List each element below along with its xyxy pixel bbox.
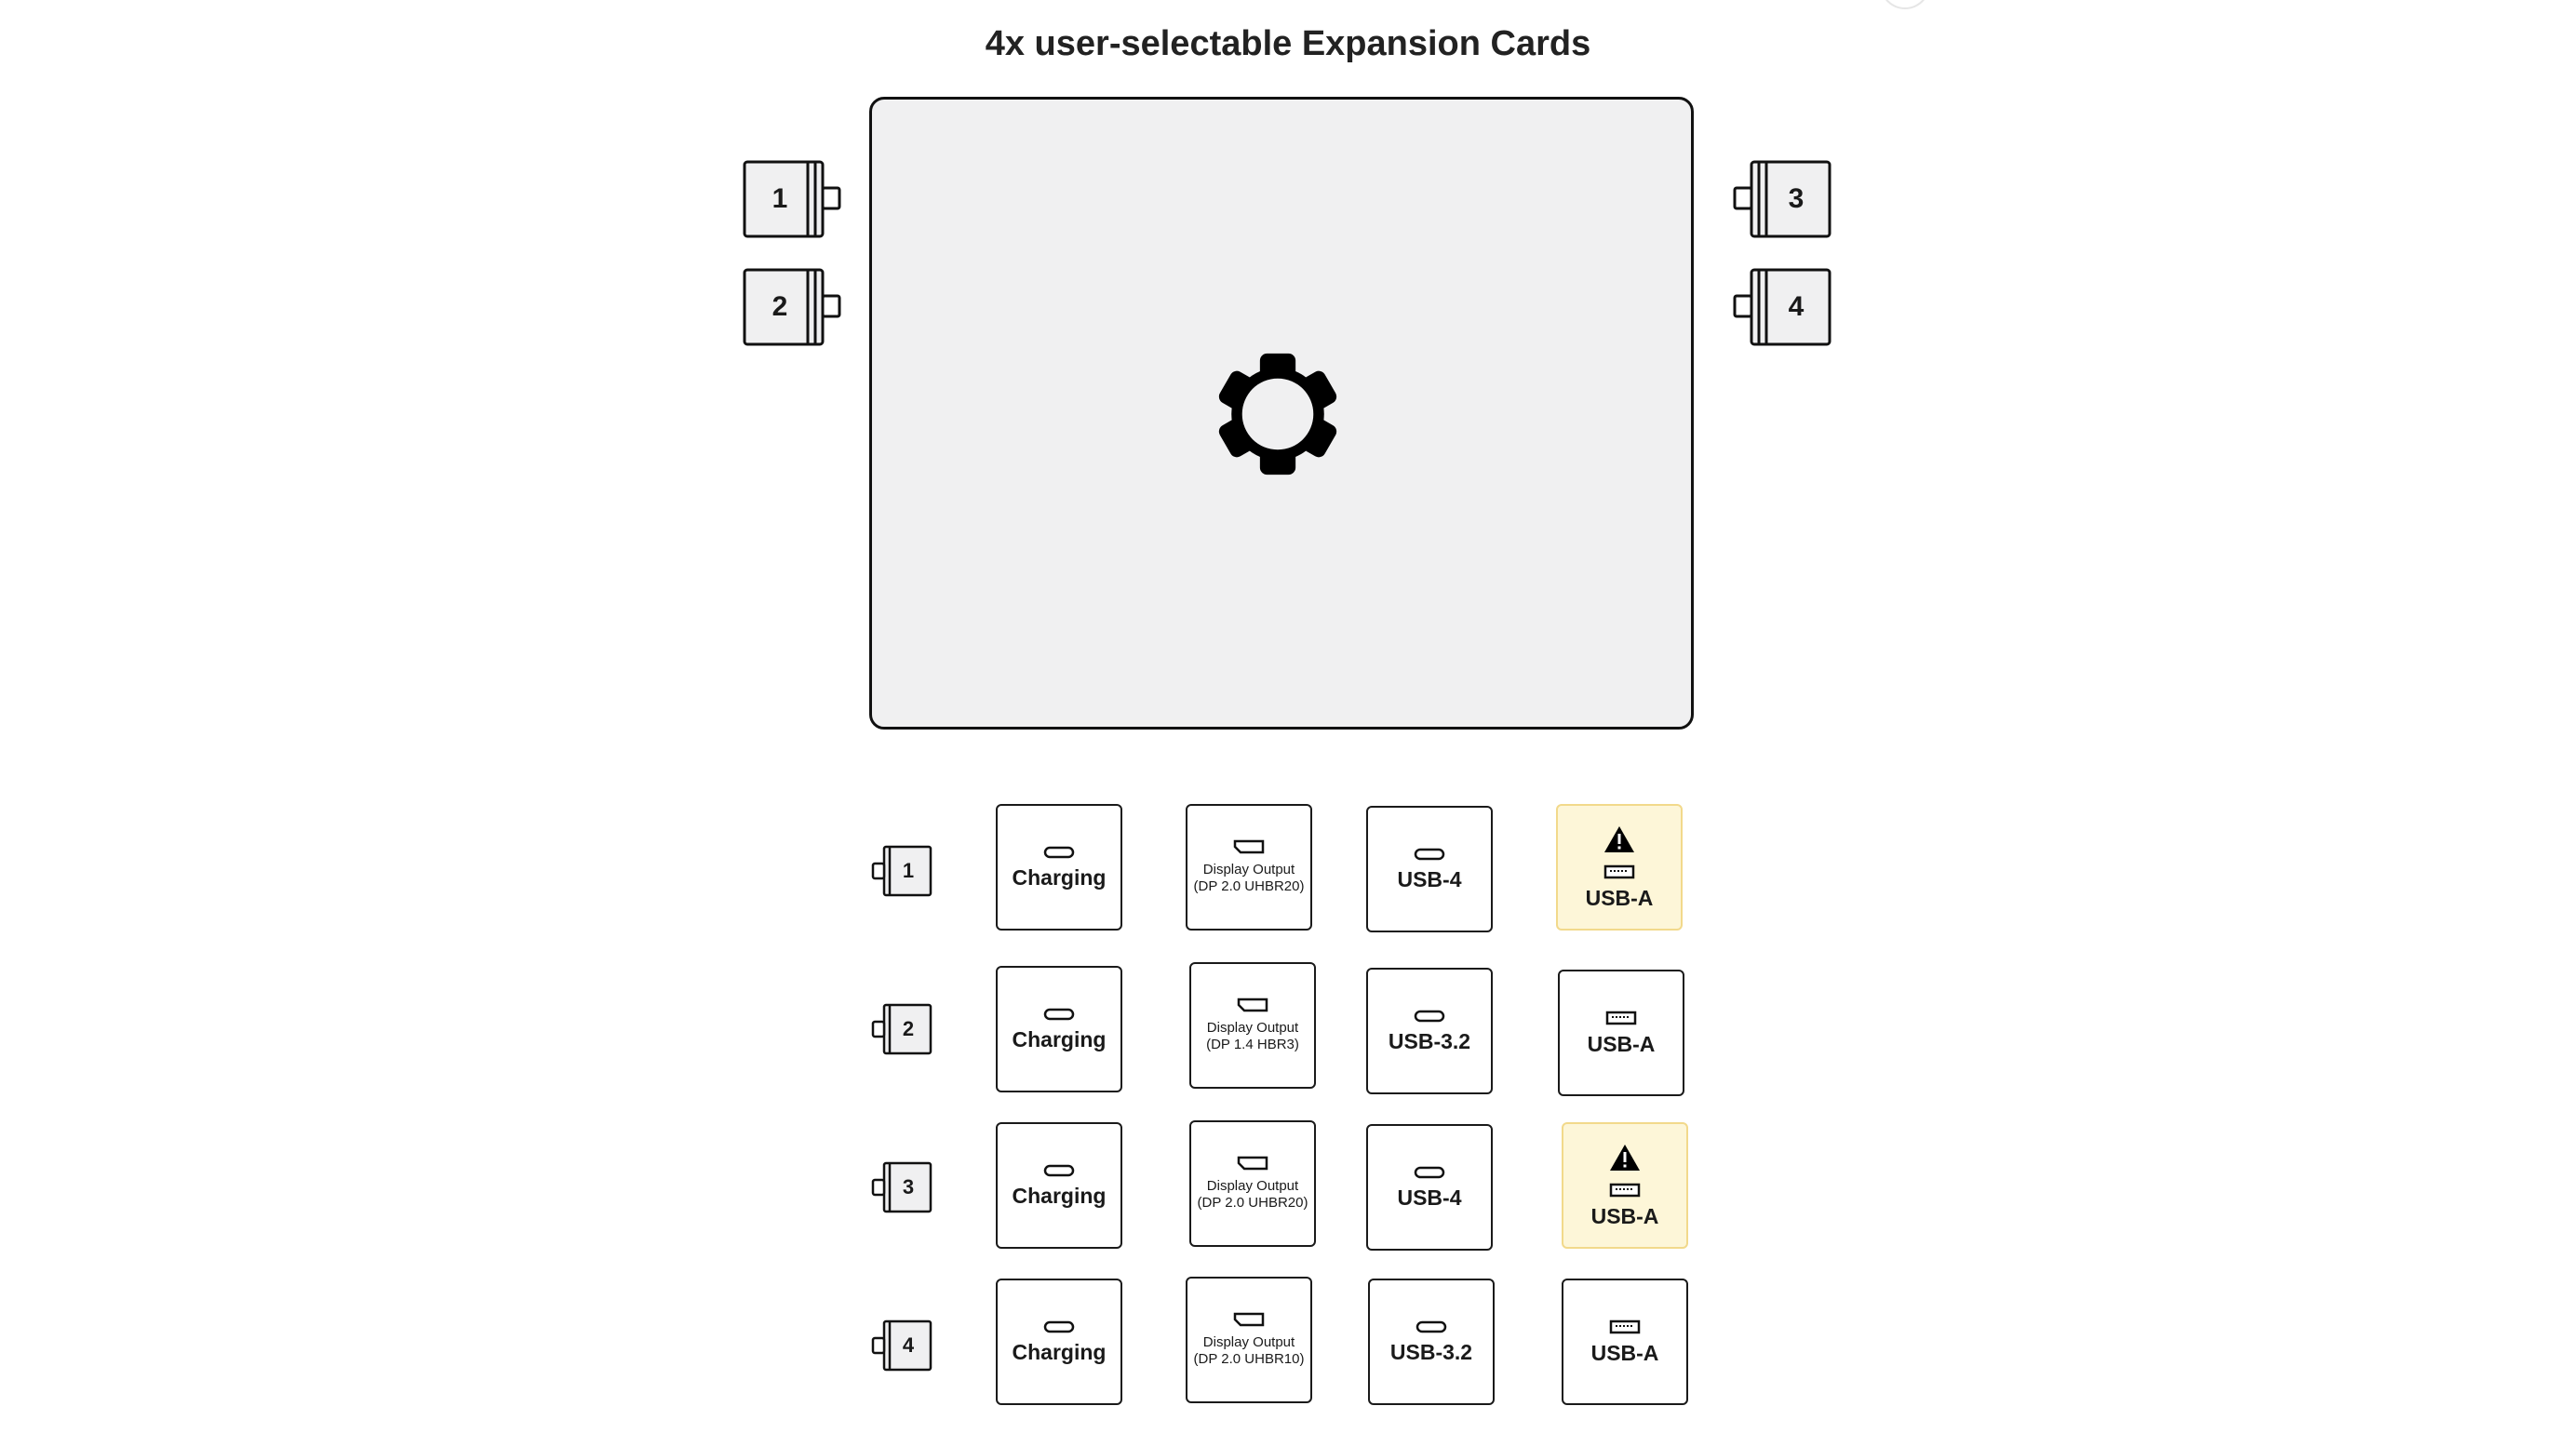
usb-a-port-icon (1609, 1183, 1641, 1198)
usb-c-port-icon (1043, 846, 1075, 859)
displayport-icon (1237, 1156, 1268, 1171)
option-charging[interactable]: Charging (996, 966, 1122, 1092)
option-label: USB-A (1587, 1031, 1656, 1056)
expansion-card-icon (871, 1003, 932, 1055)
expansion-card-icon (871, 1161, 932, 1213)
expansion-card-icon (871, 1319, 932, 1372)
gear-icon (1218, 353, 1337, 475)
expansion-card-icon (743, 268, 841, 346)
expansion-slot-4[interactable]: 4 (1729, 268, 1833, 348)
option-usb-a-warning[interactable]: USB-A (1556, 804, 1683, 931)
row-slot-number: 4 (902, 1333, 915, 1357)
option-usb-3-2[interactable]: USB-3.2 (1368, 1279, 1495, 1405)
option-display-output[interactable]: Display Output (DP 1.4 HBR3) (1189, 962, 1316, 1089)
option-usb-a-warning[interactable]: USB-A (1562, 1122, 1688, 1249)
option-charging[interactable]: Charging (996, 804, 1122, 931)
option-label: USB-A (1585, 885, 1654, 910)
expansion-card-icon (1733, 268, 1831, 346)
option-label: Display Output (1206, 1178, 1299, 1194)
option-label: Display Output (1202, 1334, 1295, 1350)
option-label: USB-3.2 (1388, 1028, 1471, 1053)
option-sublabel: (DP 2.0 UHBR20) (1193, 878, 1305, 894)
option-label: Display Output (1206, 1020, 1299, 1036)
displayport-icon (1237, 998, 1268, 1012)
slot-number: 3 (1788, 183, 1805, 214)
option-display-output[interactable]: Display Output (DP 2.0 UHBR20) (1189, 1120, 1316, 1247)
usb-c-port-icon (1043, 1320, 1075, 1333)
option-label: Charging (1012, 1183, 1107, 1208)
row-slot-number: 2 (902, 1017, 915, 1040)
option-usb-a[interactable]: USB-A (1558, 970, 1684, 1096)
expansion-slot-1[interactable]: 1 (743, 160, 847, 240)
option-sublabel: (DP 2.0 UHBR10) (1193, 1351, 1305, 1367)
option-label: Display Output (1202, 862, 1295, 877)
option-display-output[interactable]: Display Output (DP 2.0 UHBR20) (1186, 804, 1312, 931)
usb-a-port-icon (1603, 864, 1635, 879)
usb-a-port-icon (1609, 1319, 1641, 1334)
option-charging[interactable]: Charging (996, 1122, 1122, 1249)
expansion-slot-3[interactable]: 3 (1729, 160, 1833, 240)
option-label: USB-4 (1397, 866, 1462, 891)
expansion-slot-2[interactable]: 2 (743, 268, 847, 348)
option-usb-4[interactable]: USB-4 (1366, 1124, 1493, 1251)
option-sublabel: (DP 1.4 HBR3) (1206, 1037, 1299, 1052)
usb-a-port-icon (1605, 1011, 1637, 1025)
slot-number: 1 (771, 183, 788, 214)
slot-number: 2 (771, 291, 788, 322)
displayport-icon (1233, 839, 1265, 854)
row-slot-2: 2 (869, 1003, 934, 1057)
row-slot-number: 1 (902, 859, 915, 882)
usb-c-port-icon (1043, 1164, 1075, 1177)
option-display-output[interactable]: Display Output (DP 2.0 UHBR10) (1186, 1277, 1312, 1403)
option-charging[interactable]: Charging (996, 1279, 1122, 1405)
row-slot-4: 4 (869, 1319, 934, 1373)
option-label: Charging (1012, 1339, 1107, 1364)
warning-icon (1604, 825, 1634, 852)
row-slot-number: 3 (902, 1175, 915, 1199)
expansion-card-icon (1733, 160, 1831, 238)
option-label: USB-3.2 (1389, 1339, 1473, 1364)
option-label: USB-A (1590, 1340, 1659, 1365)
row-slot-3: 3 (869, 1161, 934, 1215)
option-label: USB-4 (1397, 1185, 1462, 1210)
expansion-card-icon (743, 160, 841, 238)
usb-c-port-icon (1414, 1166, 1445, 1179)
option-usb-a[interactable]: USB-A (1562, 1279, 1688, 1405)
row-slot-1: 1 (869, 845, 934, 899)
usb-c-port-icon (1414, 848, 1445, 861)
option-usb-4[interactable]: USB-4 (1366, 806, 1493, 932)
option-label: Charging (1012, 1026, 1107, 1051)
option-sublabel: (DP 2.0 UHBR20) (1197, 1195, 1308, 1211)
slot-number: 4 (1788, 291, 1805, 322)
option-label: USB-A (1590, 1203, 1659, 1228)
warning-icon (1610, 1144, 1640, 1171)
displayport-icon (1233, 1312, 1265, 1327)
option-usb-3-2[interactable]: USB-3.2 (1366, 968, 1493, 1094)
scroll-top-button[interactable] (1880, 0, 1930, 9)
usb-c-port-icon (1415, 1320, 1447, 1333)
option-label: Charging (1012, 864, 1107, 890)
usb-c-port-icon (1414, 1010, 1445, 1023)
usb-c-port-icon (1043, 1008, 1075, 1021)
page-title: 4x user-selectable Expansion Cards (985, 24, 1591, 63)
expansion-card-icon (871, 845, 932, 897)
